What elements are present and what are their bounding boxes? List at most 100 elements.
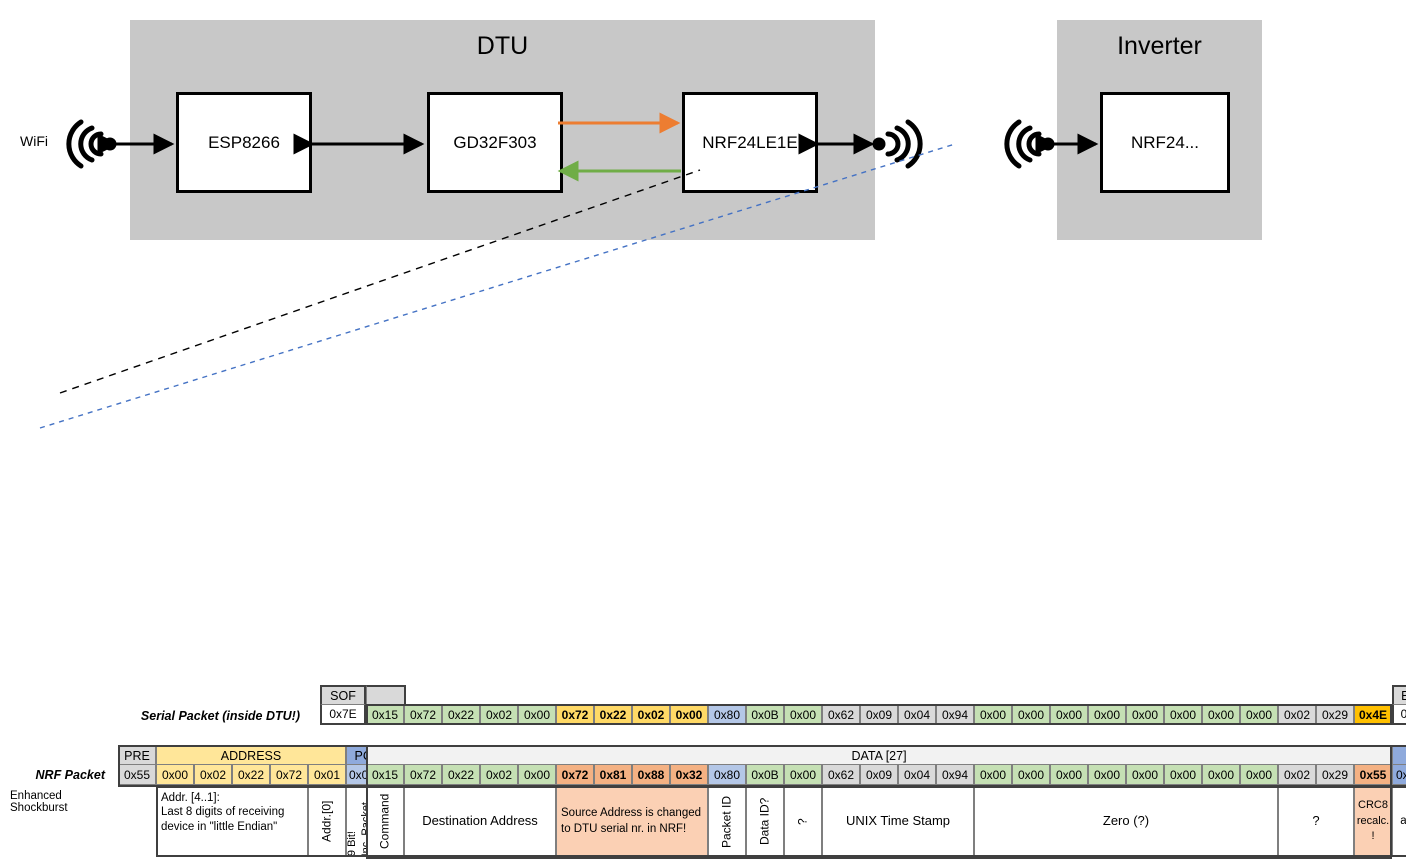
nrf-byte-19: 0x00	[1088, 764, 1126, 785]
nrf-byte-26: 0x55	[1354, 764, 1392, 785]
nrf-byte-21: 0x00	[1164, 764, 1202, 785]
serial-byte-0: 0x15	[366, 704, 404, 725]
serial-byte-21: 0x00	[1164, 704, 1202, 725]
nrf-byte-5: 0x72	[556, 764, 594, 785]
serial-byte-16: 0x00	[974, 704, 1012, 725]
nrf-byte-20: 0x00	[1126, 764, 1164, 785]
nrf-address-byte-4: 0x01	[308, 764, 346, 785]
desc-source-address: Source Address is changed to DTU serial …	[556, 786, 708, 857]
serial-byte-1: 0x72	[404, 704, 442, 725]
desc-data-id: Data ID?	[746, 786, 784, 857]
nrf-crc-byte-0: 0x..	[1392, 764, 1406, 785]
desc-command: Command	[366, 786, 404, 857]
inverter-title: Inverter	[1117, 32, 1202, 60]
nrf-address-byte-2: 0x22	[232, 764, 270, 785]
chip-nrf24-label: NRF24...	[1130, 132, 1200, 152]
serial-byte-9: 0x80	[708, 704, 746, 725]
desc-addr0: Addr.[0]	[308, 786, 346, 857]
nrf-address-header: ADDRESS	[156, 745, 346, 766]
desc-unix-time-stamp: UNIX Time Stamp	[822, 786, 974, 857]
desc-unknown-2: ?	[1278, 786, 1354, 857]
serial-byte-15: 0x94	[936, 704, 974, 725]
serial-byte-11: 0x00	[784, 704, 822, 725]
chip-gd32f303: GD32F303	[427, 92, 563, 193]
nrf-byte-22: 0x00	[1202, 764, 1240, 785]
nrf-byte-4: 0x00	[518, 764, 556, 785]
nrf-byte-13: 0x09	[860, 764, 898, 785]
serial-eof-value: 0x7F	[1392, 704, 1406, 725]
serial-byte-24: 0x02	[1278, 704, 1316, 725]
packet-tables: Serial Packet (inside DTU!) NRF Packet E…	[0, 340, 1406, 859]
serial-eof-header: EOF	[1392, 685, 1406, 706]
serial-byte-6: 0x22	[594, 704, 632, 725]
nrf-byte-3: 0x02	[480, 764, 518, 785]
nrf-byte-2: 0x22	[442, 764, 480, 785]
chip-nrf24: NRF24...	[1100, 92, 1230, 193]
serial-byte-10: 0x0B	[746, 704, 784, 725]
nrf-byte-11: 0x00	[784, 764, 822, 785]
serial-byte-17: 0x00	[1012, 704, 1050, 725]
serial-byte-23: 0x00	[1240, 704, 1278, 725]
desc-crc-auto: Generated automatically. Dont Care!	[1392, 786, 1406, 857]
nrf-address-byte-1: 0x02	[194, 764, 232, 785]
desc-unknown-1: ?	[784, 786, 822, 857]
chip-esp8266-label: ESP8266	[208, 132, 280, 152]
chip-nrf24le1e: NRF24LE1E	[682, 92, 818, 193]
serial-byte-5: 0x72	[556, 704, 594, 725]
nrf-byte-8: 0x32	[670, 764, 708, 785]
nrf-pre-value: 0x55	[118, 764, 156, 785]
serial-byte-13: 0x09	[860, 704, 898, 725]
nrf-byte-25: 0x29	[1316, 764, 1354, 785]
chip-esp8266: ESP8266	[176, 92, 312, 193]
desc-packet-id: Packet ID	[708, 786, 746, 857]
nrf-data-header: DATA [27]	[366, 745, 1392, 766]
nrf-byte-15: 0x94	[936, 764, 974, 785]
serial-byte-12: 0x62	[822, 704, 860, 725]
nrf-byte-14: 0x04	[898, 764, 936, 785]
nrf-byte-7: 0x88	[632, 764, 670, 785]
nrf-byte-12: 0x62	[822, 764, 860, 785]
nrf-byte-6: 0x81	[594, 764, 632, 785]
serial-byte-2: 0x22	[442, 704, 480, 725]
nrf-byte-1: 0x72	[404, 764, 442, 785]
serial-byte-26: 0x4E	[1354, 704, 1392, 725]
serial-byte-18: 0x00	[1050, 704, 1088, 725]
nrf-crc-header: NRF CRC	[1392, 745, 1406, 766]
desc-destination-address: Destination Address	[404, 786, 556, 857]
dtu-title: DTU	[476, 32, 529, 60]
nrf-pre-header: PRE	[118, 745, 156, 766]
serial-sof-value: 0x7E	[320, 704, 366, 725]
desc-address: Addr. [4..1]: Last 8 digits of receiving…	[156, 786, 308, 857]
desc-packet-length-line-0: 9 Bit!	[346, 830, 359, 856]
nrf-byte-23: 0x00	[1240, 764, 1278, 785]
serial-byte-4: 0x00	[518, 704, 556, 725]
nrf-byte-17: 0x00	[1012, 764, 1050, 785]
nrf-byte-9: 0x80	[708, 764, 746, 785]
nrf-byte-24: 0x02	[1278, 764, 1316, 785]
nrf-byte-16: 0x00	[974, 764, 1012, 785]
serial-packet-label: Serial Packet (inside DTU!)	[140, 709, 300, 723]
nrf-address-byte-0: 0x00	[156, 764, 194, 785]
nrf-packet-sublabel: Enhanced Shockburst	[10, 790, 68, 814]
nrf-packet-label: NRF Packet	[35, 768, 105, 782]
nrf-byte-10: 0x0B	[746, 764, 784, 785]
block-diagram: DTU Inverter ESP8266 GD32F303 NRF24LE1E …	[0, 0, 1406, 300]
serial-byte-8: 0x00	[670, 704, 708, 725]
serial-byte-20: 0x00	[1126, 704, 1164, 725]
nrf-address-byte-3: 0x72	[270, 764, 308, 785]
chip-gd32f303-label: GD32F303	[453, 132, 537, 152]
nrf-byte-0: 0x15	[366, 764, 404, 785]
serial-byte-22: 0x00	[1202, 704, 1240, 725]
chip-nrf24le1e-label: NRF24LE1E	[702, 132, 798, 152]
wifi-label: WiFi	[20, 133, 48, 149]
serial-sof-header: SOF	[320, 685, 366, 706]
desc-zero: Zero (?)	[974, 786, 1278, 857]
serial-sof-header-blank	[366, 685, 406, 706]
serial-byte-7: 0x02	[632, 704, 670, 725]
serial-byte-3: 0x02	[480, 704, 518, 725]
nrf-byte-18: 0x00	[1050, 764, 1088, 785]
desc-crc8: CRC8 recalc. !	[1354, 786, 1392, 857]
serial-byte-25: 0x29	[1316, 704, 1354, 725]
serial-byte-19: 0x00	[1088, 704, 1126, 725]
serial-byte-14: 0x04	[898, 704, 936, 725]
